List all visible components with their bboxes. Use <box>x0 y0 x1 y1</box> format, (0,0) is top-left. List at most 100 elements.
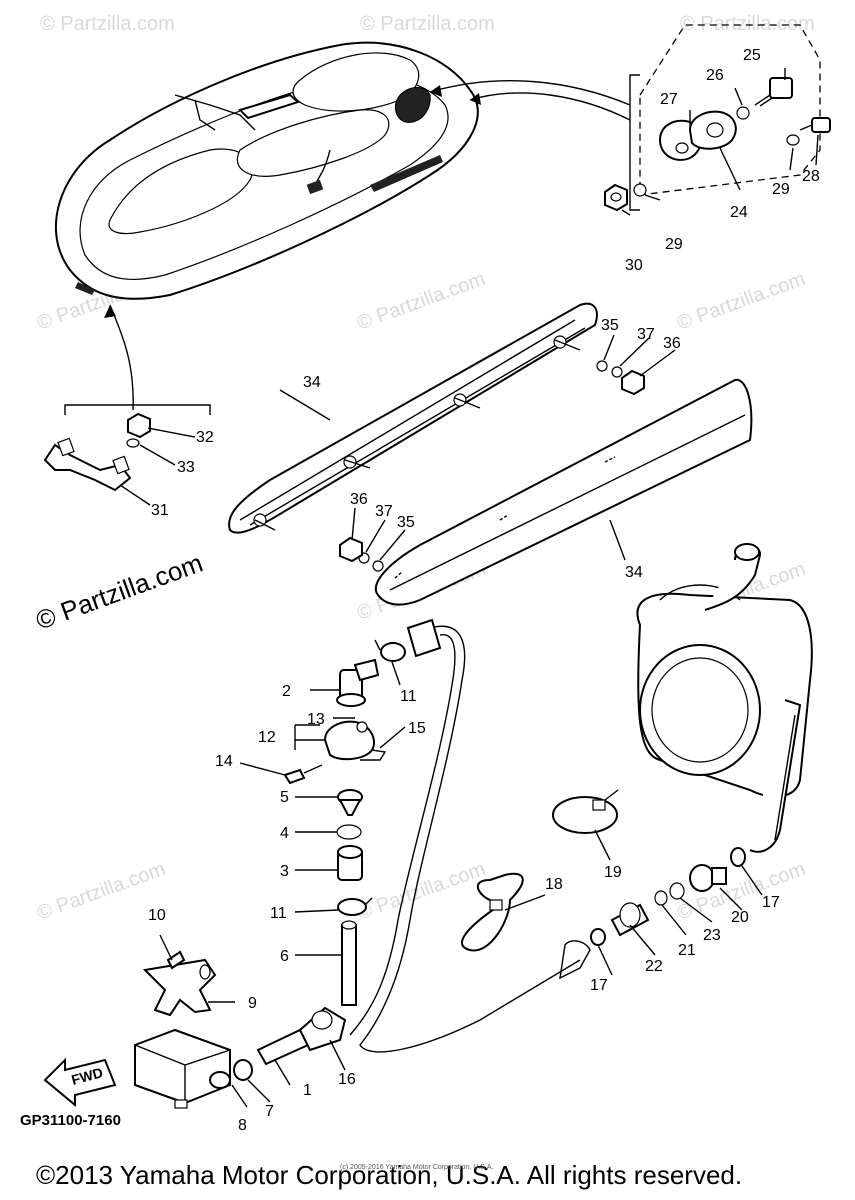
callout-labels: 1 2 3 4 5 6 7 8 9 10 11 11 12 13 14 15 1… <box>148 47 820 1134</box>
callout-number: 27 <box>660 91 678 108</box>
callout-number: 22 <box>645 958 663 975</box>
hose-clamp-part <box>233 1059 253 1081</box>
tube-part <box>256 1028 310 1066</box>
leader-arrow-line <box>469 92 631 121</box>
band-strap-part <box>552 789 619 834</box>
washer-part <box>596 360 608 372</box>
callout-number: 8 <box>238 1117 247 1134</box>
watercraft-illustration <box>55 41 479 300</box>
callout-number: 25 <box>743 47 761 64</box>
arrowhead-icon <box>470 93 481 105</box>
check-valve-part <box>336 658 380 707</box>
callout-number: 30 <box>625 257 643 274</box>
callout-number: 19 <box>604 864 622 881</box>
callout-number: 17 <box>762 894 780 911</box>
hose-clamp-part <box>590 928 606 946</box>
arrowhead-icon <box>430 85 442 97</box>
washer-part <box>372 560 384 572</box>
washer-part <box>633 183 647 197</box>
sponson-left <box>228 302 598 534</box>
callout-number: 36 <box>350 491 368 508</box>
leader-arrow-line <box>109 304 134 411</box>
washer-part <box>786 134 800 146</box>
callout-number: 11 <box>270 905 287 922</box>
hose-tube <box>349 618 591 1053</box>
valve-body-part <box>323 720 387 761</box>
callout-number: 12 <box>258 729 276 746</box>
band-strap-part <box>461 872 524 952</box>
watermark-main: © Partzilla.com <box>32 548 207 636</box>
watermark-text: © Partzilla.com <box>674 268 808 335</box>
callout-number: 34 <box>625 564 643 581</box>
hose-clamp-part <box>337 897 373 916</box>
washer-part <box>654 890 668 906</box>
callout-number: 10 <box>148 907 166 924</box>
fitting-part <box>337 845 363 881</box>
fwd-label: FWD <box>70 1064 105 1088</box>
washer-part <box>669 882 685 900</box>
detail-dashed-box <box>639 24 821 196</box>
callout-number: 26 <box>706 67 724 84</box>
nipple-part <box>610 902 650 937</box>
fitting-part <box>689 864 727 892</box>
bracket-group <box>43 404 211 492</box>
joint-part <box>298 1006 347 1052</box>
callout-number: 21 <box>678 942 696 959</box>
callout-number: 15 <box>408 720 426 737</box>
resonator-box-part <box>134 1028 231 1109</box>
forward-arrow-icon: FWD <box>43 1057 117 1108</box>
callout-number: 29 <box>772 181 790 198</box>
nut-part <box>339 536 363 563</box>
callout-number: 28 <box>802 168 820 185</box>
callout-number: 16 <box>338 1071 356 1088</box>
callout-number: 35 <box>397 514 415 531</box>
callout-number: 32 <box>196 429 214 446</box>
callout-number: 37 <box>637 326 655 343</box>
callout-number: 7 <box>265 1103 274 1120</box>
o-ring-part <box>336 824 362 840</box>
tube-part <box>341 920 357 1006</box>
washer-part <box>611 366 623 378</box>
callout-number: 35 <box>601 317 619 334</box>
callout-number: 17 <box>590 977 608 994</box>
mounting-bracket-part <box>142 950 217 1017</box>
callout-number: 13 <box>307 711 325 728</box>
watermark-text: © Partzilla.com <box>354 268 488 335</box>
callout-number: 14 <box>215 753 233 770</box>
callout-number: 5 <box>280 789 289 806</box>
pin-part <box>283 764 323 785</box>
callout-number: 29 <box>665 236 683 253</box>
arrowhead-icon <box>104 305 116 318</box>
hose-clamp-part <box>730 847 746 867</box>
callout-number: 34 <box>303 374 321 391</box>
callout-number: 24 <box>730 204 748 221</box>
callout-number: 3 <box>280 863 289 880</box>
callout-number: 6 <box>280 948 289 965</box>
bracket-line <box>629 74 640 211</box>
plug-part <box>754 77 793 107</box>
callout-number: 9 <box>248 995 257 1012</box>
callout-number: 4 <box>280 825 289 842</box>
callout-number: 36 <box>663 335 681 352</box>
hose-clamp-part <box>374 639 406 662</box>
callout-number: 18 <box>545 876 563 893</box>
callout-number: 23 <box>703 927 721 944</box>
callout-number: 11 <box>400 688 417 705</box>
watermark-text: © Partzilla.com <box>40 13 175 35</box>
nut-part <box>621 369 645 396</box>
copyright-notice: ©2013 Yamaha Motor Corporation, U.S.A. A… <box>36 1160 743 1190</box>
callout-number: 37 <box>375 503 393 520</box>
sponson-right <box>375 378 753 606</box>
callout-number: 33 <box>177 459 195 476</box>
small-credit-text: (c) 2005-2016 Yamaha Motor Corporation, … <box>340 1164 494 1171</box>
callout-number: 31 <box>151 502 169 519</box>
callout-number: 2 <box>282 683 291 700</box>
screw-part <box>799 117 831 133</box>
diagram-code: GP31100-7160 <box>20 1112 121 1129</box>
o-ring-part <box>736 106 750 120</box>
watermark-text: © Partzilla.com <box>360 13 495 35</box>
leader-arrow-line <box>429 80 631 106</box>
watermark-text: © Partzilla.com <box>680 13 815 35</box>
callout-number: 1 <box>303 1082 312 1099</box>
